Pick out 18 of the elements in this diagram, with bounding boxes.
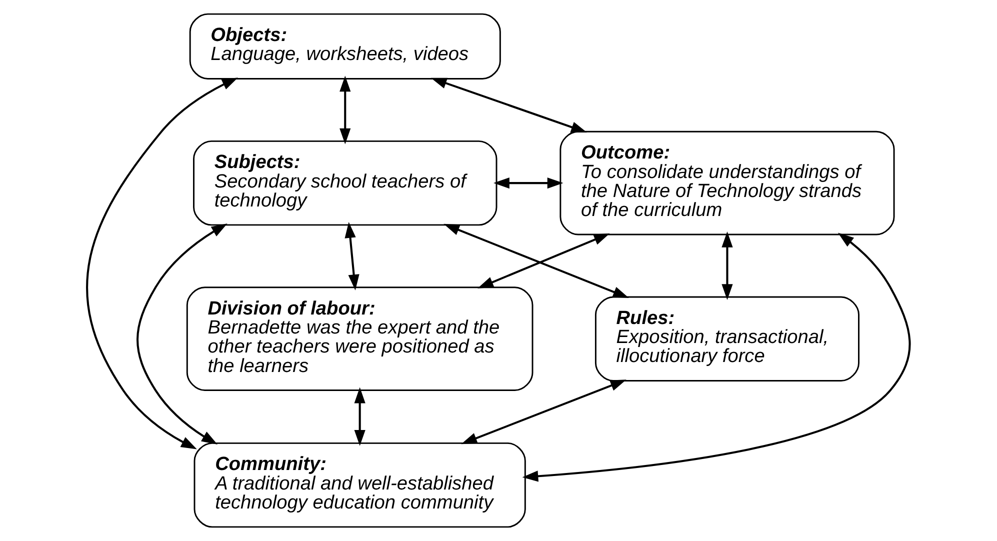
- node-box: Rules: Exposition, transactional, illocutionary force: [594, 296, 860, 382]
- arrow: [722, 231, 733, 300]
- node-box: Division of labour: Bernadette was the expert and the other teachers were positioned as the learners: [186, 286, 534, 391]
- arrow: [478, 233, 610, 288]
- node-box: Community: A traditional and well-established technology education community: [194, 442, 526, 528]
- node-box: Outcome: To consolidate understandings of the Nature of Technology strands of the curriculum: [560, 130, 895, 236]
- arrow: [430, 78, 588, 133]
- arrow: [494, 178, 564, 189]
- arrow: [461, 380, 626, 444]
- arrow: [344, 222, 360, 290]
- node-box: Objects: Language, worksheets, videos: [189, 13, 501, 80]
- arrow: [444, 224, 629, 298]
- arrow: [340, 76, 351, 144]
- arrow: [522, 232, 911, 482]
- arrow: [354, 387, 366, 446]
- arrow: [136, 224, 228, 444]
- arrow: [86, 78, 238, 450]
- node-box: Subjects: Secondary school teachers of technology: [193, 140, 498, 226]
